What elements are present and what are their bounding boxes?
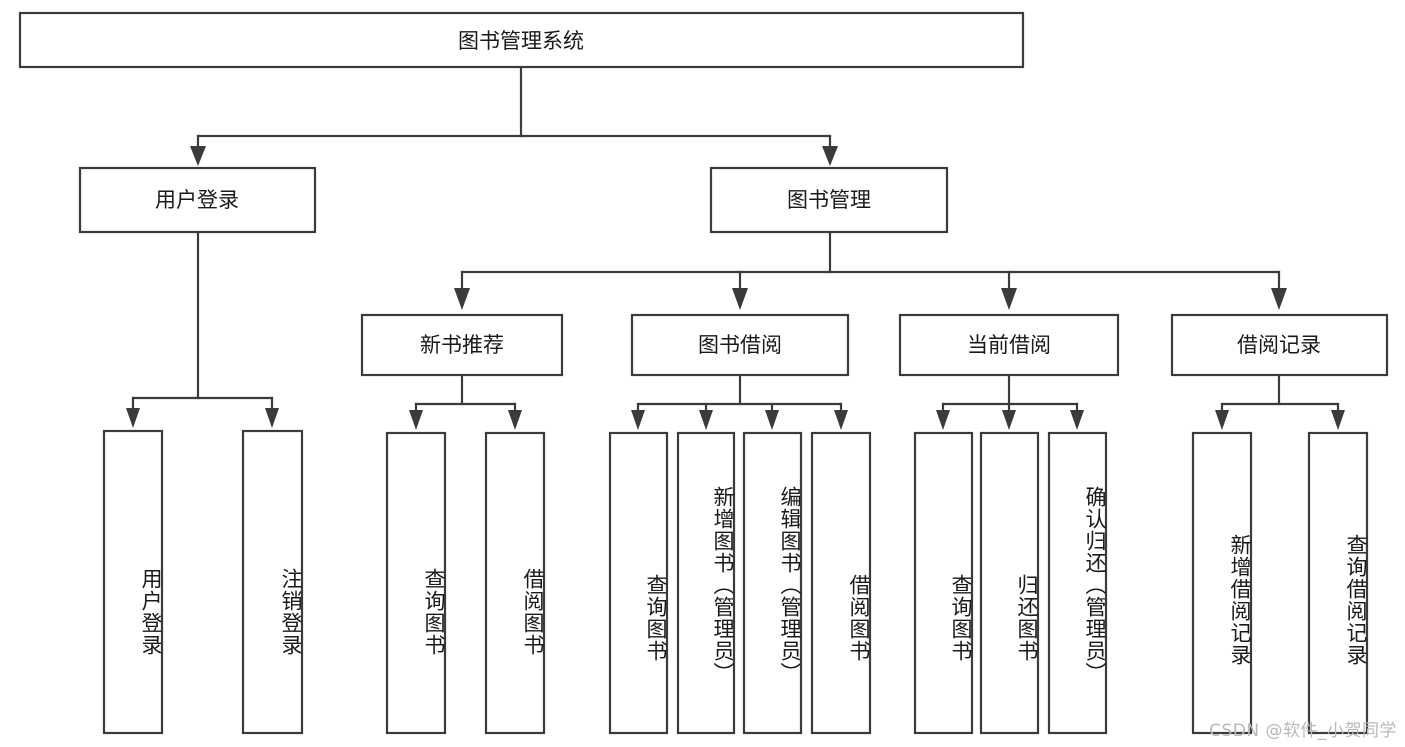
leaf-box-query-record[interactable] xyxy=(1307,431,1369,735)
leaf-box-logout[interactable] xyxy=(241,429,304,735)
node-book-manage-label: 图书管理 xyxy=(787,188,871,212)
node-current-borrow[interactable]: 当前借阅 xyxy=(898,313,1120,377)
arrow-br-to-leaf2 xyxy=(1331,410,1345,430)
edge-group-current-borrow xyxy=(936,373,1084,430)
arrow-bb-to-leaf2 xyxy=(699,410,713,430)
leaf-box-confirm-return[interactable] xyxy=(1047,431,1108,735)
node-user-login[interactable]: 用户登录 xyxy=(78,166,317,234)
arrow-user-login-to-leaf2 xyxy=(265,408,279,428)
edge-group-new-book-recommend xyxy=(409,373,522,430)
arrow-cb-to-leaf2 xyxy=(1002,410,1016,430)
arrow-bb-to-leaf1 xyxy=(631,410,645,430)
node-book-borrow-label: 图书借阅 xyxy=(698,333,782,357)
watermark-text: CSDN @软件_小贺同学 xyxy=(1209,721,1397,741)
arrow-bb-to-leaf4 xyxy=(834,410,848,430)
node-current-borrow-box[interactable] xyxy=(898,313,1120,377)
node-book-manage-box[interactable] xyxy=(709,166,949,234)
node-root-label: 图书管理系统 xyxy=(458,29,584,53)
leaf-box-user-login[interactable] xyxy=(102,429,164,735)
node-current-borrow-label: 当前借阅 xyxy=(967,333,1051,357)
arrow-bm-to-borrow-record xyxy=(1271,288,1287,310)
edge-group-root xyxy=(190,65,838,166)
node-root[interactable]: 图书管理系统 xyxy=(18,11,1025,69)
arrow-bm-to-current-borrow xyxy=(1001,288,1017,310)
node-new-book-recommend-label: 新书推荐 xyxy=(420,333,504,357)
leaf-box-query-book-2[interactable] xyxy=(608,431,669,735)
node-book-manage[interactable]: 图书管理 xyxy=(709,166,949,234)
arrow-bb-to-leaf3 xyxy=(765,410,779,430)
edge-group-user-login xyxy=(126,230,279,428)
arrow-br-to-leaf1 xyxy=(1215,410,1229,430)
node-book-borrow[interactable]: 图书借阅 xyxy=(630,313,850,377)
node-borrow-record-label: 借阅记录 xyxy=(1237,333,1321,357)
leaf-box-query-book-1[interactable] xyxy=(385,431,447,735)
arrow-nbr-to-leaf2 xyxy=(508,410,522,430)
node-new-book-recommend-box[interactable] xyxy=(360,313,564,377)
arrow-user-login-to-leaf1 xyxy=(126,408,140,428)
arrow-cb-to-leaf1 xyxy=(936,410,950,430)
arrow-bm-to-new-book xyxy=(454,288,470,310)
leaf-box-add-book[interactable] xyxy=(676,431,736,735)
leaf-box-edit-book[interactable] xyxy=(742,431,803,735)
node-borrow-record[interactable]: 借阅记录 xyxy=(1170,313,1389,377)
node-root-box[interactable] xyxy=(18,11,1025,69)
edge-group-borrow-record xyxy=(1215,373,1345,430)
leaf-box-query-book-3[interactable] xyxy=(913,431,974,735)
arrow-root-to-user-login xyxy=(190,146,206,166)
arrow-bm-to-book-borrow xyxy=(732,288,748,310)
edge-group-book-borrow xyxy=(631,373,848,430)
node-borrow-record-box[interactable] xyxy=(1170,313,1389,377)
leaf-box-add-record[interactable] xyxy=(1191,431,1253,735)
node-user-login-box[interactable] xyxy=(78,166,317,234)
leaf-box-group xyxy=(102,429,1369,735)
node-new-book-recommend[interactable]: 新书推荐 xyxy=(360,313,564,377)
node-user-login-label: 用户登录 xyxy=(155,188,239,212)
leaf-box-borrow-book-2[interactable] xyxy=(810,431,872,735)
edge-group-book-manage xyxy=(454,230,1287,310)
node-book-borrow-box[interactable] xyxy=(630,313,850,377)
arrow-nbr-to-leaf1 xyxy=(409,410,423,430)
leaf-box-return-book[interactable] xyxy=(979,431,1040,735)
arrow-root-to-book-manage xyxy=(822,146,838,166)
arrow-cb-to-leaf3 xyxy=(1070,410,1084,430)
leaf-box-borrow-book-1[interactable] xyxy=(484,431,546,735)
